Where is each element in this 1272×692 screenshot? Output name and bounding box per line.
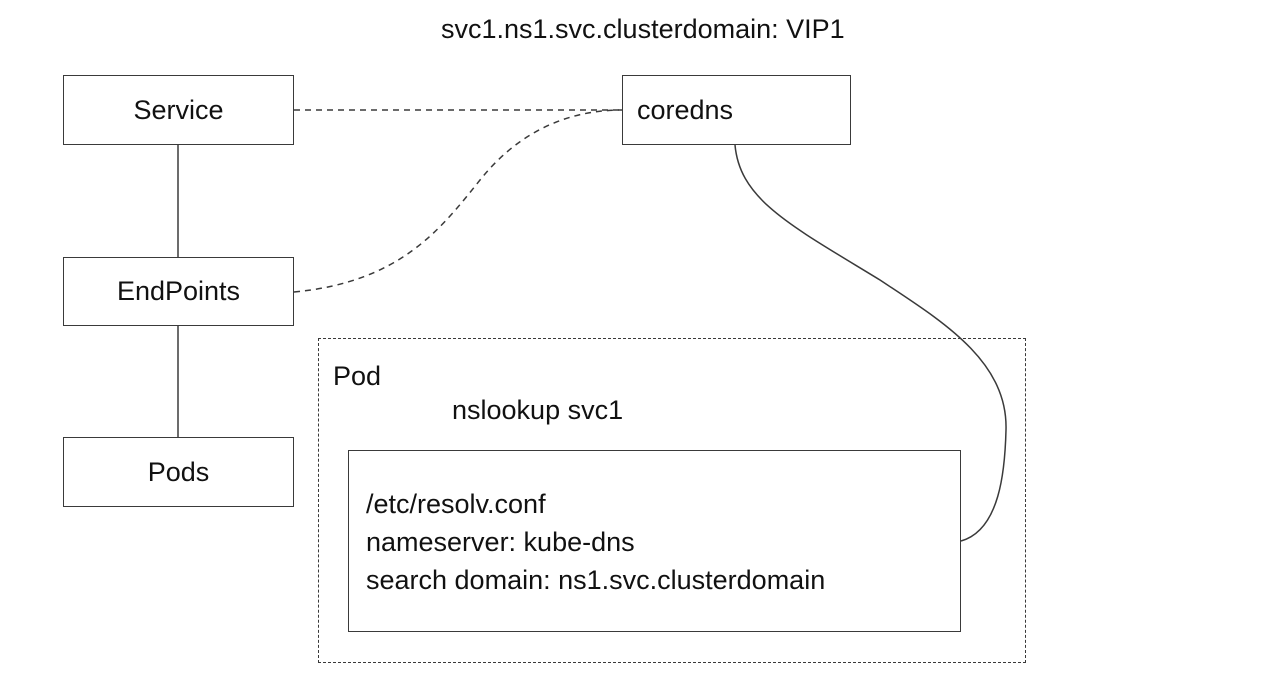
pod-label: Pod xyxy=(333,361,382,391)
search-domain-line: search domain: ns1.svc.clusterdomain xyxy=(366,565,826,595)
dns-record-caption: svc1.ns1.svc.clusterdomain: VIP1 xyxy=(441,14,845,44)
endpoints-coredns-dashed-link xyxy=(293,109,623,293)
resolv-conf-box: /etc/resolv.conf nameserver: kube-dns se… xyxy=(348,450,961,632)
nameserver-line: nameserver: kube-dns xyxy=(366,527,635,557)
pods-node: Pods xyxy=(63,437,294,507)
coredns-node: coredns xyxy=(622,75,851,145)
pod-frame xyxy=(318,338,1026,663)
endpoints-node: EndPoints xyxy=(63,257,294,326)
nslookup-command: nslookup svc1 xyxy=(452,395,624,425)
resolv-conf-filename: /etc/resolv.conf xyxy=(366,489,546,519)
resolv-to-coredns-link xyxy=(734,144,1007,542)
service-node: Service xyxy=(63,75,294,145)
